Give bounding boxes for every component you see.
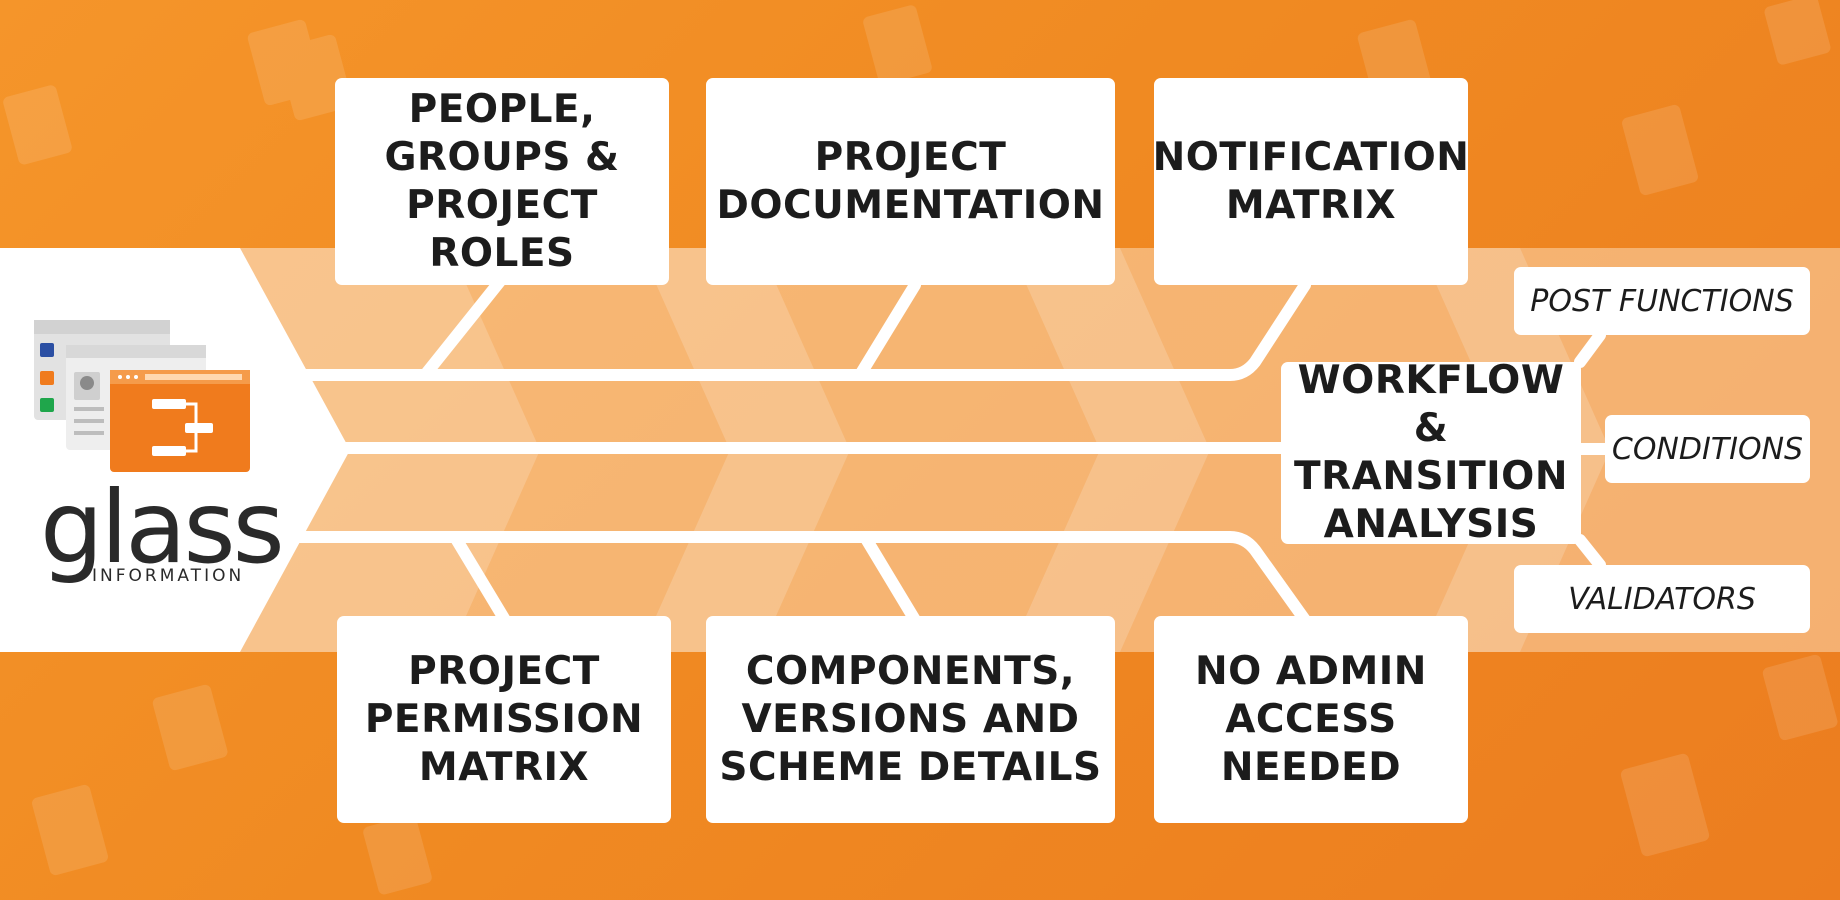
sub-feature-conditions: CONDITIONS [1605, 415, 1810, 483]
sub-feature-label: VALIDATORS [1568, 581, 1756, 617]
feature-label: PROJECT DOCUMENTATION [716, 134, 1105, 228]
brand-subtitle: INFORMATION [92, 566, 245, 586]
sub-feature-label: CONDITIONS [1611, 431, 1804, 467]
feature-label: NO ADMIN ACCESS NEEDED [1195, 648, 1427, 790]
brand-wordmark: glass [40, 469, 285, 586]
feature-label: COMPONENTS, VERSIONS AND SCHEME DETAILS [719, 648, 1102, 790]
sub-feature-label: POST FUNCTIONS [1530, 283, 1794, 319]
feature-card-workflow-transition-analysis: WORKFLOW & TRANSITION ANALYSIS [1281, 358, 1581, 547]
feature-card-project-documentation: PROJECT DOCUMENTATION [706, 78, 1115, 285]
feature-card-notification-matrix: NOTIFICATION MATRIX [1152, 78, 1470, 285]
feature-card-no-admin-access: NO ADMIN ACCESS NEEDED [1154, 616, 1468, 823]
feature-card-components-versions-schemes: COMPONENTS, VERSIONS AND SCHEME DETAILS [706, 616, 1115, 823]
feature-label: PEOPLE, GROUPS & PROJECT ROLES [384, 86, 620, 276]
glass-logo-icon [34, 320, 250, 472]
feature-label: PROJECT PERMISSION MATRIX [364, 648, 644, 790]
sub-feature-post-functions: POST FUNCTIONS [1514, 267, 1810, 335]
feature-card-project-permission-matrix: PROJECT PERMISSION MATRIX [337, 616, 671, 823]
feature-card-people-groups-roles: PEOPLE, GROUPS & PROJECT ROLES [335, 78, 669, 285]
feature-label: WORKFLOW & TRANSITION ANALYSIS [1294, 358, 1568, 547]
feature-label: NOTIFICATION MATRIX [1152, 134, 1470, 228]
sub-feature-validators: VALIDATORS [1514, 565, 1810, 633]
